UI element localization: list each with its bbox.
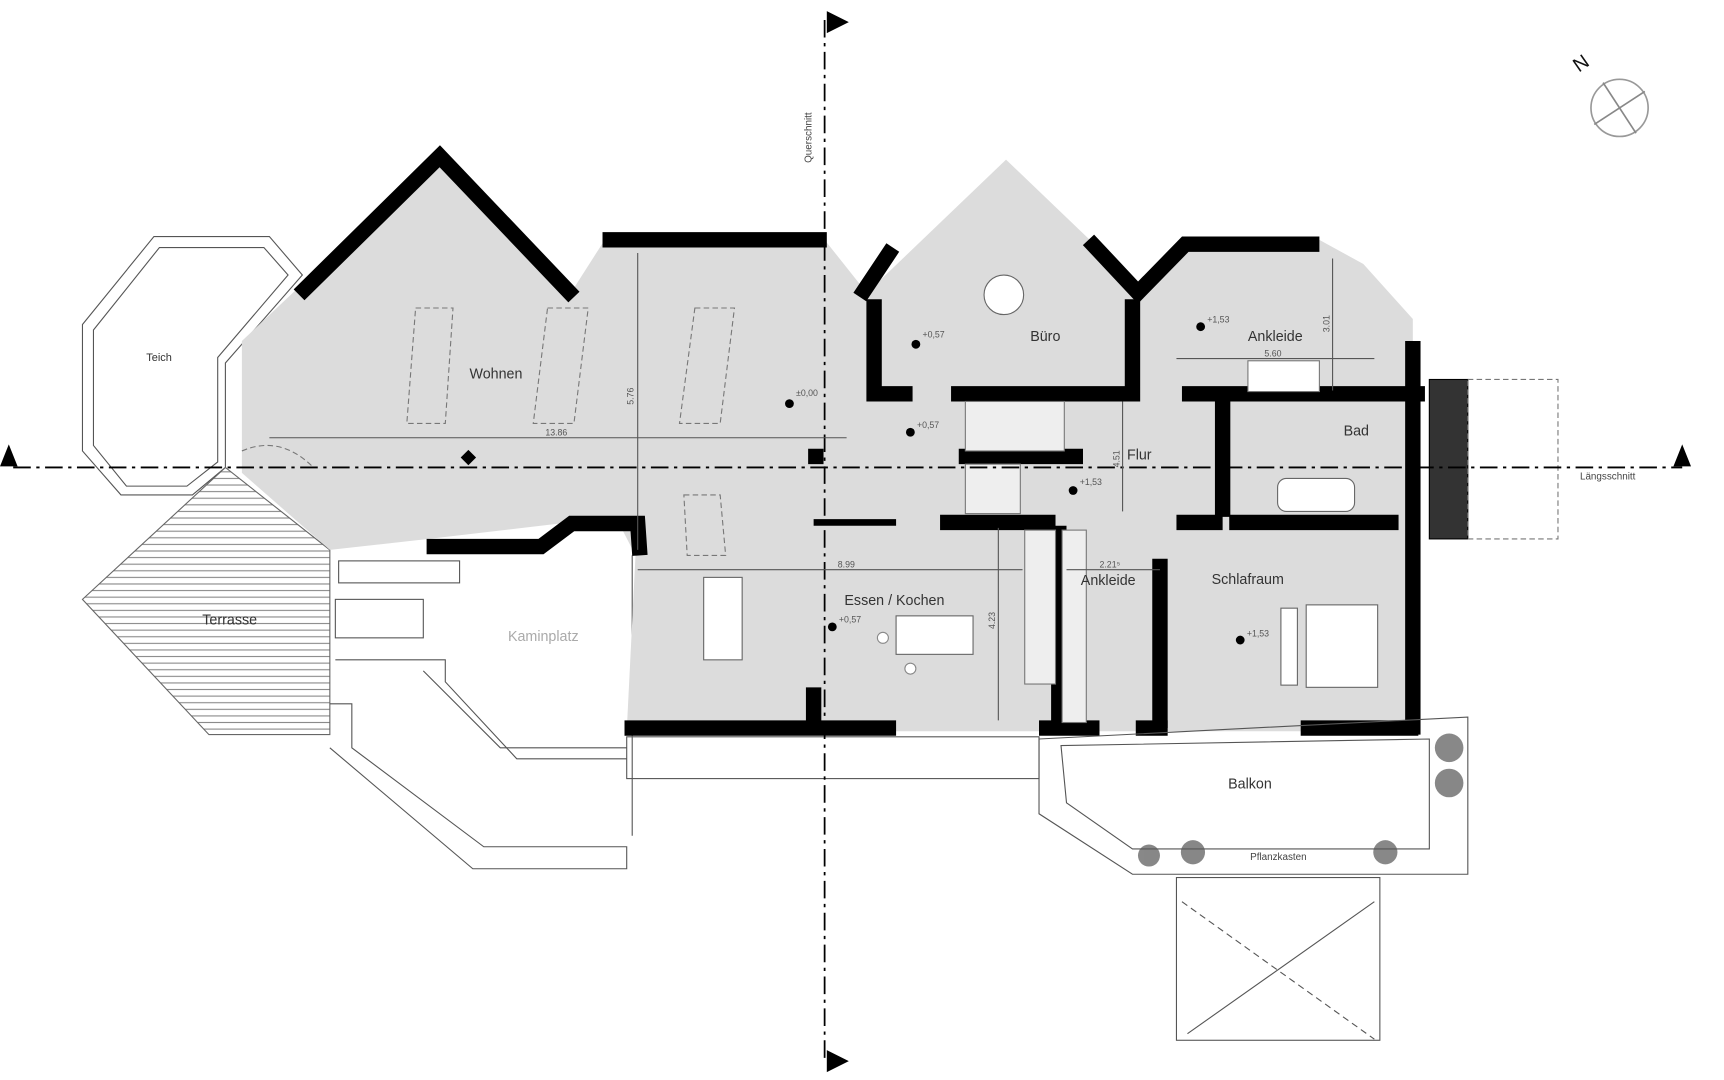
dimension-label: 2.21⁵ xyxy=(1099,559,1120,569)
floor-area xyxy=(241,154,1413,732)
walls xyxy=(293,145,1425,736)
section-label-querschnitt: Querschnitt xyxy=(803,112,814,163)
pond-outline xyxy=(81,235,304,496)
section-marker-bottom xyxy=(826,1050,849,1073)
north-arrow: N xyxy=(1569,51,1649,138)
elevation-label: +0,57 xyxy=(917,420,939,430)
room-label-pflanzkasten: Pflanzkasten xyxy=(1250,852,1307,863)
room-label-terrasse: Terrasse xyxy=(202,613,257,629)
elevation-markers xyxy=(785,322,1245,645)
plants xyxy=(1137,733,1464,867)
planter-row xyxy=(626,736,1040,780)
room-label-flur: Flur xyxy=(1127,448,1152,464)
section-label-laengsschnitt: Längsschnitt xyxy=(1580,472,1636,483)
room-label-schlafraum: Schlafraum xyxy=(1212,572,1284,588)
dimension-label: 3.01 xyxy=(1321,315,1331,332)
room-label-ankleide-top: Ankleide xyxy=(1248,329,1303,345)
dimension-label: 4.51 xyxy=(1111,450,1121,467)
room-label-teich: Teich xyxy=(146,352,172,364)
balcony xyxy=(1038,716,1469,1041)
dimension-label: 13.86 xyxy=(545,428,567,438)
dimension-label: 5.60 xyxy=(1264,348,1281,358)
room-label-balkon: Balkon xyxy=(1228,776,1272,792)
elevation-label: +1,53 xyxy=(1207,314,1229,324)
room-label-bad: Bad xyxy=(1344,424,1369,440)
dimension-label: 8.99 xyxy=(838,559,855,569)
terrace-deck xyxy=(81,466,331,736)
section-marker-left xyxy=(0,444,18,467)
room-label-wohnen: Wohnen xyxy=(469,366,522,382)
elevation-label: +0,57 xyxy=(839,614,861,624)
elevation-label: +0,57 xyxy=(922,330,944,340)
room-label-essen-kochen: Essen / Kochen xyxy=(844,593,944,609)
north-label: N xyxy=(1569,51,1593,77)
elevation-label: +1,53 xyxy=(1080,477,1102,487)
garden-outline xyxy=(329,555,633,870)
furniture xyxy=(241,274,1559,724)
dimension-label: 4.23 xyxy=(987,612,997,629)
section-marker-top xyxy=(826,11,849,34)
dimension-lines xyxy=(269,253,1375,721)
room-label-buero: Büro xyxy=(1030,329,1060,345)
elevation-label: ±0,00 xyxy=(796,388,818,398)
room-label-ankleide-bottom: Ankleide xyxy=(1081,573,1136,589)
section-marker-right xyxy=(1673,444,1692,467)
elevation-label: +1,53 xyxy=(1247,629,1269,639)
dimension-label: 5.76 xyxy=(625,388,635,405)
room-label-kaminplatz: Kaminplatz xyxy=(508,629,579,645)
